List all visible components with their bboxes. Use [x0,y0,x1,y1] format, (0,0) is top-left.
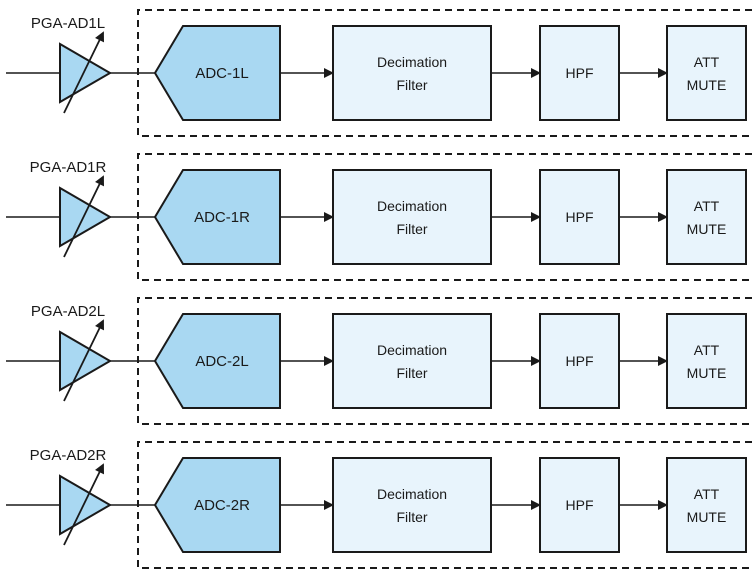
adc-label: ADC-2R [194,497,250,514]
variable-gain-arrow-icon [63,175,104,258]
pga-label: PGA-AD1R [30,159,107,176]
att-label: ATT [694,486,720,502]
decimation-label: Decimation [377,342,447,358]
att-mute-block [666,169,747,265]
hpf-label: HPF [566,209,594,225]
decimation-label: Decimation [377,486,447,502]
att-label: ATT [694,342,720,358]
variable-gain-arrow-icon [63,31,104,114]
mute-label: MUTE [687,77,727,93]
decimation-filter-block [332,457,492,553]
adc-label: ADC-1R [194,209,250,226]
filter-label: Filter [396,509,427,525]
mute-label: MUTE [687,509,727,525]
variable-gain-arrow-icon [63,463,104,546]
pga-label: PGA-AD2R [30,447,107,464]
filter-label: Filter [396,221,427,237]
mute-label: MUTE [687,365,727,381]
att-label: ATT [694,198,720,214]
pga-amplifier-icon [59,330,112,392]
hpf-block [539,169,620,265]
att-mute-block [666,313,747,409]
pga-amplifier-icon [59,474,112,536]
mute-label: MUTE [687,221,727,237]
decimation-filter-block [332,25,492,121]
hpf-label: HPF [566,353,594,369]
hpf-block [539,313,620,409]
adc-label: ADC-2L [195,353,248,370]
decimation-label: Decimation [377,198,447,214]
filter-label: Filter [396,77,427,93]
att-mute-block [666,457,747,553]
decimation-filter-block [332,169,492,265]
filter-label: Filter [396,365,427,381]
decimation-label: Decimation [377,54,447,70]
hpf-label: HPF [566,497,594,513]
hpf-label: HPF [566,65,594,81]
variable-gain-arrow-icon [63,319,104,402]
decimation-filter-block [332,313,492,409]
adc-label: ADC-1L [195,65,248,82]
pga-amplifier-icon [59,186,112,248]
hpf-block [539,457,620,553]
hpf-block [539,25,620,121]
att-mute-block [666,25,747,121]
pga-label: PGA-AD1L [31,15,105,32]
pga-label: PGA-AD2L [31,303,105,320]
att-label: ATT [694,54,720,70]
pga-amplifier-icon [59,42,112,104]
